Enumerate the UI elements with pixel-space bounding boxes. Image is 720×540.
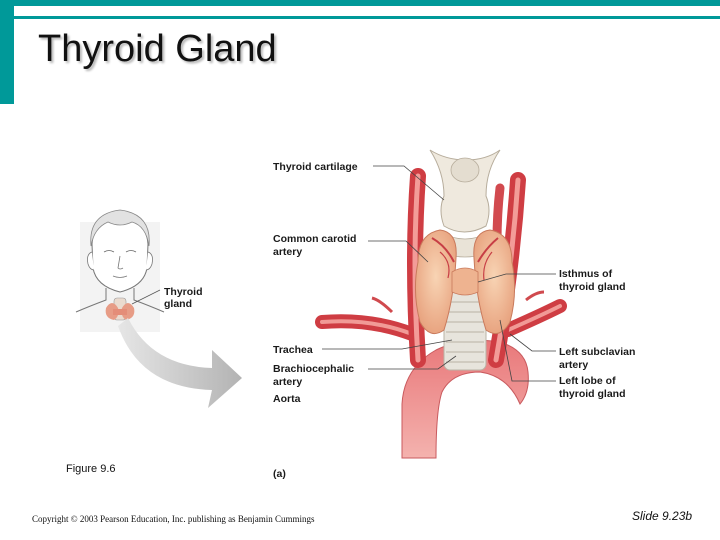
leader-lines [322, 165, 556, 382]
title-underline [14, 16, 720, 19]
pointer-arrow [118, 318, 242, 408]
side-accent-bar [0, 0, 14, 104]
slide-title: Thyroid Gland [38, 28, 277, 70]
label-thyroid-cartilage: Thyroid cartilage [273, 161, 358, 173]
top-accent-bar [0, 0, 720, 6]
label-trachea: Trachea [273, 344, 313, 356]
slide-number: Slide 9.23b [632, 509, 693, 523]
figure-caption: Figure 9.6 [66, 463, 116, 475]
label-aorta: Aorta [273, 393, 301, 405]
thyroid-anatomy-illustration [315, 149, 567, 459]
panel-label: (a) [273, 468, 286, 480]
copyright-notice: Copyright © 2003 Pearson Education, Inc.… [32, 514, 315, 524]
inset-head-illustration [75, 209, 165, 332]
